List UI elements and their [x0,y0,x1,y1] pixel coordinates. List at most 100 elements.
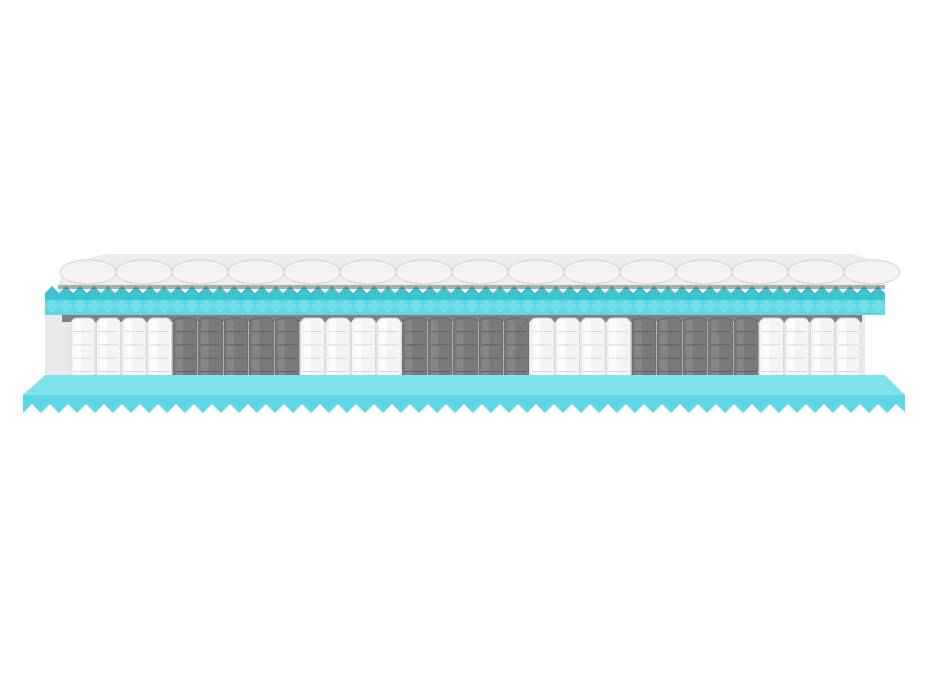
cover-quilt-puff [227,259,285,285]
coil-grey [223,317,249,386]
coil-highlight [354,320,362,383]
coil-highlight [507,320,515,383]
eggcrate-bump [171,299,185,313]
cover-quilt-puff [731,259,789,285]
coil-grey [453,317,478,386]
coil-highlight [839,320,846,383]
eggcrate-bump [647,299,661,313]
eggcrate-bump [465,299,479,313]
coil-white [351,317,376,386]
coil-highlight [227,320,234,383]
coil-highlight [176,320,183,383]
eggcrate-bump [675,299,689,313]
coil-white [376,317,402,386]
eggcrate-bump [535,299,549,313]
coil-grey [172,317,198,386]
coil-highlight [635,320,642,383]
coil-highlight [303,320,311,383]
eggcrate-bump [199,299,213,313]
coil-highlight [584,320,591,383]
eggcrate-bump [493,299,507,313]
eggcrate-bump [409,299,423,313]
coil-grey [274,317,300,386]
eggcrate-bump [353,299,367,313]
pocket-spring-coils [70,317,861,386]
eggcrate-bump [241,299,255,313]
cover-quilt-puff [675,259,733,285]
cover-quilt-puff [787,259,845,285]
coil-highlight [482,320,489,383]
bottom-foam-layer [23,375,905,413]
bottom-foam-top-face [23,375,905,395]
cover-quilt-puff [395,259,453,285]
top-eggcrate-foam-layer [45,286,885,315]
coil-grey [631,317,657,386]
quilted-top-cover [58,254,901,289]
coil-white [784,317,810,386]
coil-grey [198,317,223,386]
eggcrate-bump [871,299,885,313]
cover-quilt-puff [563,259,621,285]
eggcrate-bump [269,299,283,313]
coil-highlight [380,320,387,383]
coil-highlight [558,320,566,383]
top-foam-eggcrate [45,286,885,300]
eggcrate-bump [339,299,353,313]
eggcrate-bump [633,299,647,313]
coil-highlight [329,320,336,383]
coil-grey [504,317,529,386]
eggcrate-bump [73,299,87,313]
coil-white [759,317,784,386]
coil-white [580,317,606,386]
coil-grey [249,317,274,386]
eggcrate-bump [311,299,325,313]
eggcrate-bump [479,299,493,313]
coil-highlight [737,320,744,383]
coil-white [96,317,121,386]
eggcrate-bump [45,299,59,313]
eggcrate-bump [255,299,269,313]
cover-edge-shadow [58,285,885,289]
coil-white [300,317,325,386]
cover-quilt-puff [843,259,901,285]
eggcrate-bump [283,299,297,313]
eggcrate-bump [507,299,521,313]
coil-highlight [431,320,438,383]
eggcrate-bump [731,299,745,313]
coil-white [835,317,861,386]
eggcrate-bump [759,299,773,313]
eggcrate-bump [857,299,871,313]
eggcrate-bump [87,299,101,313]
coil-highlight [660,320,668,383]
eggcrate-bump [157,299,171,313]
eggcrate-bump [717,299,731,313]
coil-white [70,317,96,386]
eggcrate-bump [367,299,381,313]
coil-highlight [125,320,132,383]
coil-grey [733,317,759,386]
eggcrate-bump [521,299,535,313]
eggcrate-bump [661,299,675,313]
eggcrate-bump [563,299,577,313]
cover-quilt-puff [59,259,117,285]
coil-highlight [405,320,413,383]
eggcrate-bump [605,299,619,313]
coil-highlight [456,320,464,383]
coil-white [606,317,631,386]
eggcrate-bump [773,299,787,313]
coil-highlight [686,320,693,383]
eggcrate-bump [143,299,157,313]
coil-white [555,317,580,386]
eggcrate-bump [577,299,591,313]
eggcrate-bump [549,299,563,313]
eggcrate-bump [437,299,451,313]
coil-grey [657,317,682,386]
cover-quilt-puff [451,259,509,285]
coil-highlight [278,320,285,383]
cover-quilt-puff [171,259,229,285]
coil-highlight [813,320,821,383]
eggcrate-bump [101,299,115,313]
coil-grey [402,317,427,386]
eggcrate-bump [423,299,437,313]
